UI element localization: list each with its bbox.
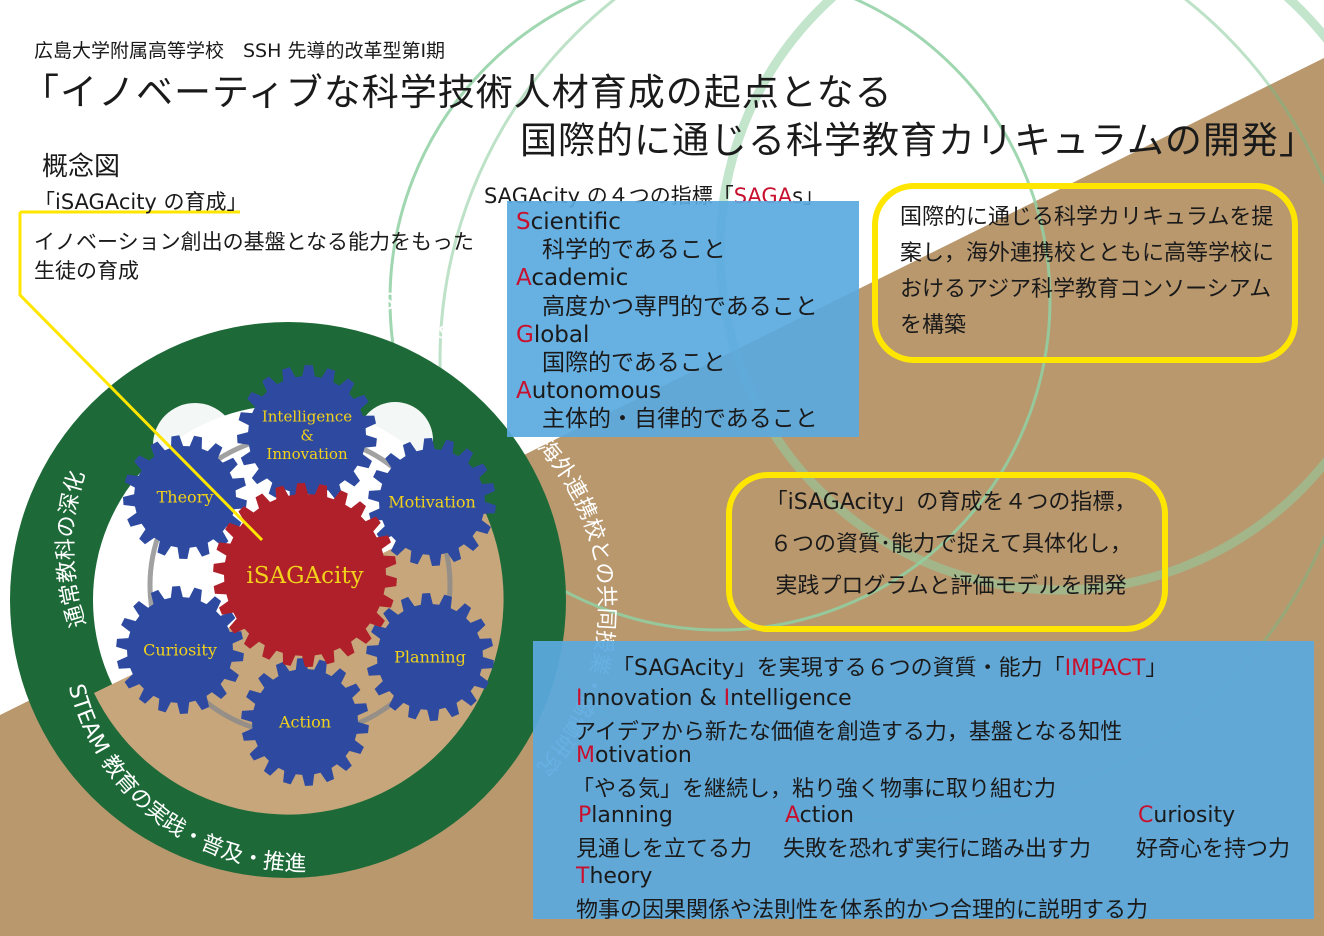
gear-action-label: Action [278, 713, 331, 732]
impact-action-desc: 失敗を恐れず実行に踏み出す力 [783, 831, 1091, 863]
gear-theory-label: Theory [157, 488, 214, 507]
isagacity-description: イノベーション創出の基盤となる能力をもった生徒の育成 [34, 228, 474, 286]
impact-theory-title: Theory [576, 864, 652, 889]
gear-motivation-label: Motivation [388, 493, 476, 512]
curriculum-oval-text: 国際的に通じる科学カリキュラムを提案し，海外連携校とともに高等学校におけるアジア… [900, 200, 1284, 344]
impact-innovation-title: Innovation & Intelligence [576, 686, 852, 711]
impact-planning-desc: 見通しを立てる力 [576, 831, 752, 863]
school-name: 広島大学附属高等学校 SSH 先導的改革型第Ⅰ期 [34, 36, 445, 63]
impact-theory-desc: 物事の因果関係や法則性を体系的かつ合理的に説明する力 [576, 892, 1148, 924]
impact-motivation-title: Motivation [576, 743, 692, 768]
impact-action-title: Action [785, 803, 854, 828]
development-oval-text: 「iSAGAcity」の育成を４つの指標， ６つの資質･能力で捉えて具体化し， … [746, 482, 1156, 608]
sagas-item-title: Autonomous [516, 377, 818, 405]
gear-intelligence-label: & [300, 426, 313, 444]
gear-planning-label: Planning [394, 648, 466, 667]
gear-intelligence-label: Intelligence [262, 408, 352, 426]
impact-curiosity-title: Curiosity [1138, 803, 1235, 828]
sagas-item-desc: 主体的・自律的であること [516, 405, 818, 433]
sagas-item-desc: 高度かつ専門的であること [516, 293, 818, 321]
impact-planning-title: Planning [578, 803, 673, 828]
impact-innovation-desc: アイデアから新たな価値を創造する力，基盤となる知性 [574, 714, 1122, 746]
impact-heading: 「SAGAcity」を実現する６つの資質・能力「IMPACT」 [612, 650, 1167, 682]
sagas-item-desc: 国際的であること [516, 349, 818, 377]
impact-curiosity-desc: 好奇心を持つ力 [1136, 831, 1290, 863]
gear-isagacity-label: iSAGAcity [246, 563, 363, 589]
impact-motivation-desc: 「やる気」を継続し，粘り強く物事に取り組む力 [572, 771, 1056, 803]
sagas-item-title: Academic [516, 264, 818, 292]
sagas-item-desc: 科学的であること [516, 236, 818, 264]
sagas-item-title: Scientific [516, 208, 818, 236]
title-line-2: 国際的に通じる科学教育カリキュラムの開発」 [520, 110, 1317, 164]
sagas-item-title: Global [516, 321, 818, 349]
sagas-list: Scientific 科学的であること Academic 高度かつ専門的であるこ… [516, 208, 818, 434]
concept-label: 概念図 [42, 146, 120, 183]
gear-intelligence-label: Innovation [266, 445, 348, 463]
gear-curiosity-label: Curiosity [143, 641, 217, 660]
title-line-1: 「イノベーティブな科学技術人材育成の起点となる [22, 62, 893, 116]
isagacity-heading: 「iSAGAcity の育成」 [34, 186, 248, 216]
